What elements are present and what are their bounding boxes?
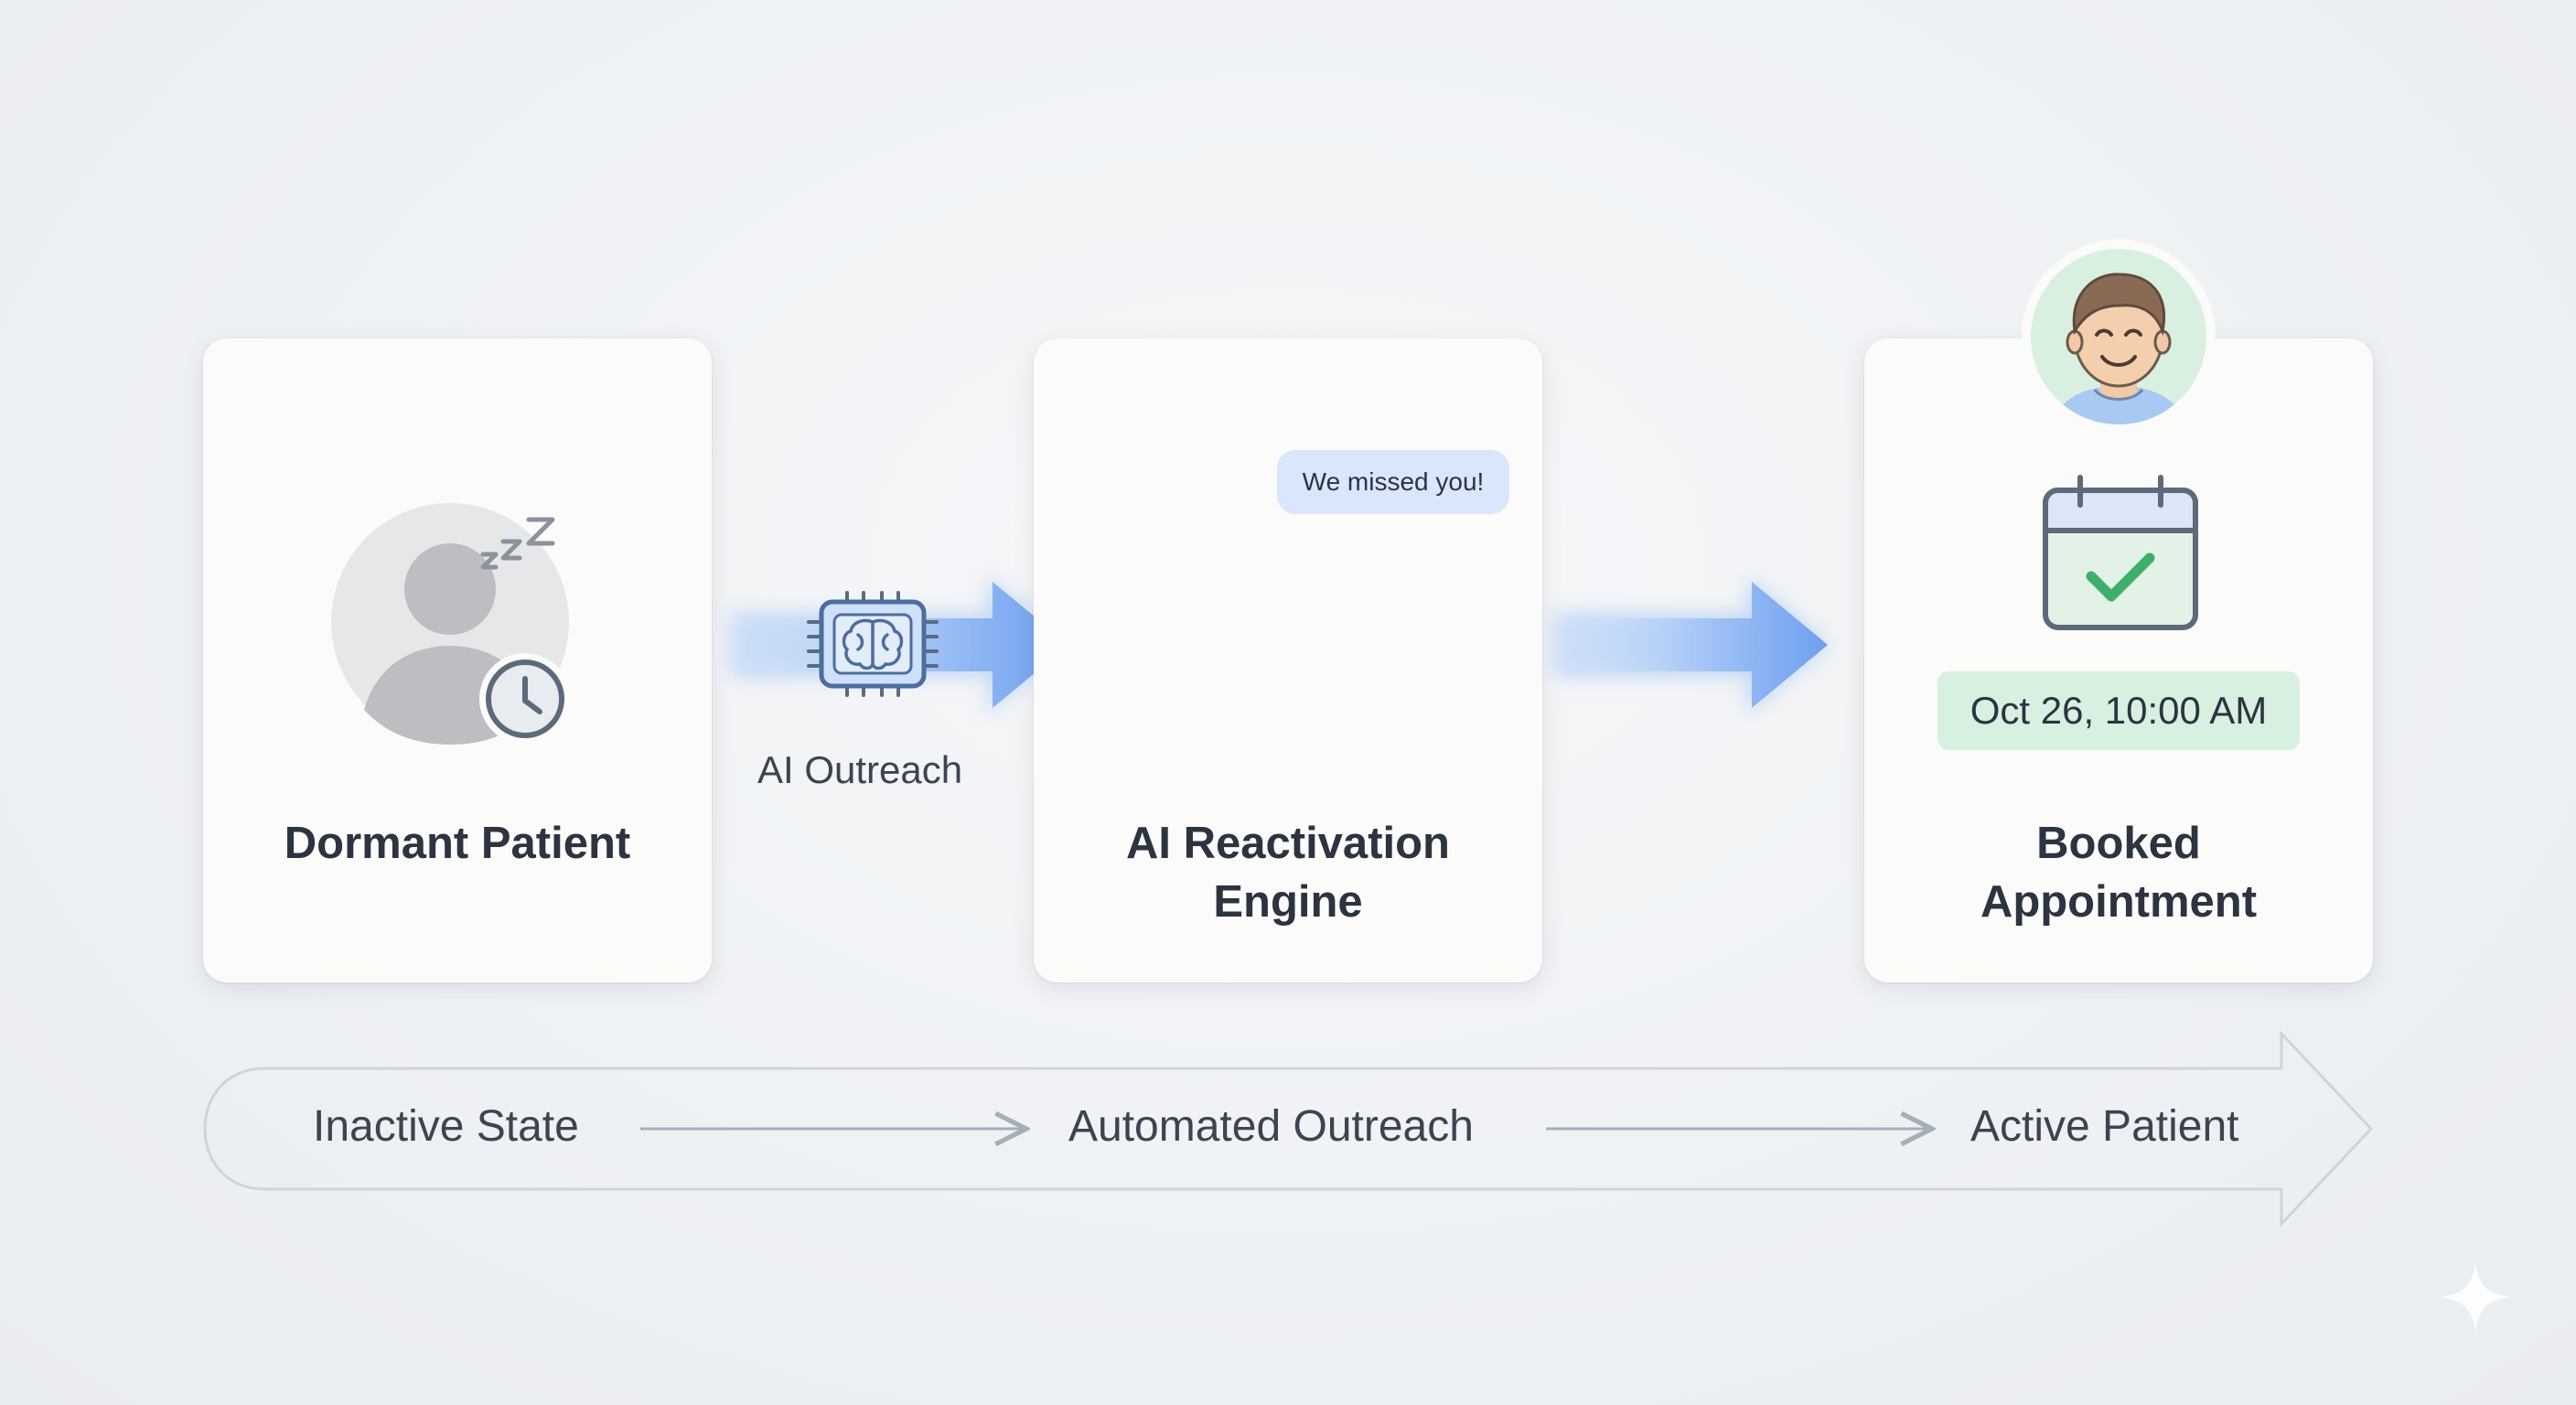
booked-title-line1: Booked: [2036, 819, 2201, 868]
appointment-time-badge: Oct 26, 10:00 AM: [1937, 671, 2300, 750]
sparkle-icon: [2441, 1262, 2510, 1332]
sleeping-patient-icon: [331, 503, 571, 745]
dormant-patient-title: Dormant Patient: [284, 819, 631, 868]
calendar-check-icon: [2043, 475, 2198, 630]
sms-message-bubble: We missed you!: [1277, 450, 1509, 514]
flow-arrow-1: [732, 576, 1070, 713]
engine-title-line1: AI Reactivation: [1126, 819, 1450, 868]
timeline-stage-outreach: Automated Outreach: [1068, 1102, 1474, 1151]
ai-chip-icon: [807, 591, 939, 697]
timeline-stage-inactive: Inactive State: [313, 1102, 579, 1151]
engine-title-line2: Engine: [1213, 877, 1363, 927]
ai-reactivation-engine-card: AI Reactivation Engine: [1034, 338, 1542, 982]
timeline-stage-active: Active Patient: [1970, 1102, 2239, 1151]
ai-outreach-label: AI Outreach: [757, 748, 963, 791]
flow-arrow-2: [1555, 576, 1830, 713]
booked-title-line2: Appointment: [1980, 877, 2258, 927]
dormant-patient-card: Dormant Patient: [203, 338, 712, 982]
booked-appointment-card: Booked Appointment: [1864, 338, 2373, 982]
happy-patient-avatar: [2022, 240, 2216, 434]
